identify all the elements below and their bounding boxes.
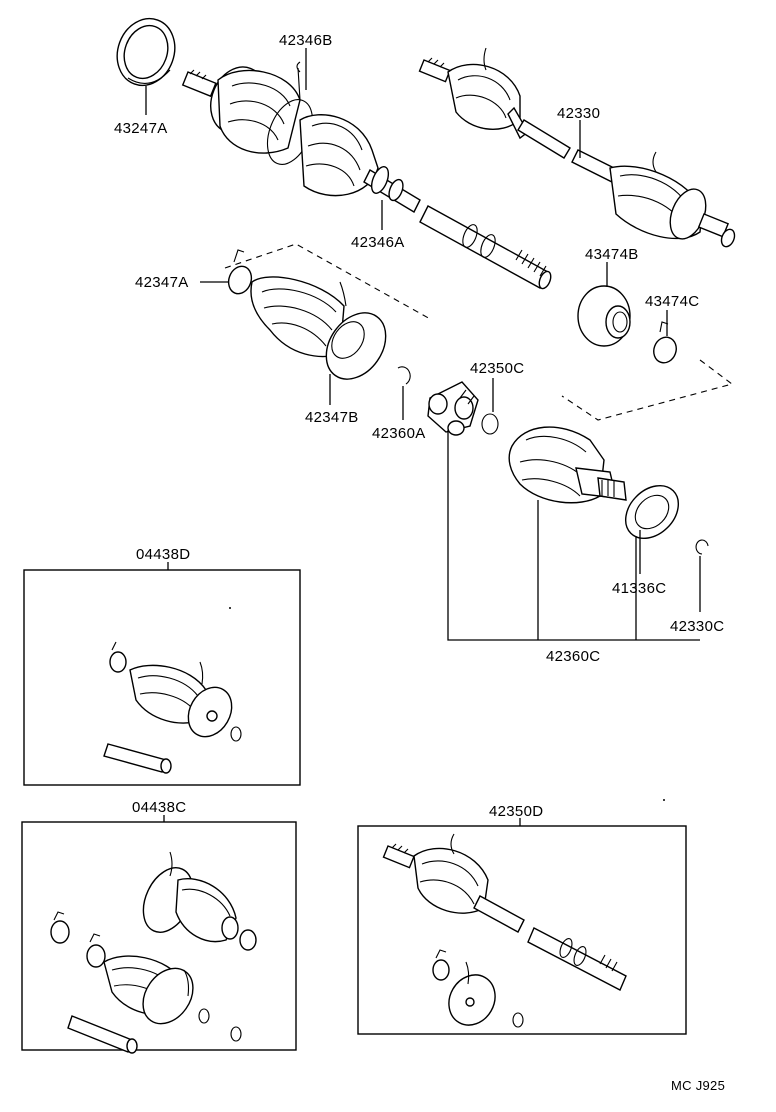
label-43474B: 43474B <box>585 246 639 263</box>
kit-box-42350D <box>357 825 687 1035</box>
dust-seal-ring-43247A[interactable] <box>108 10 184 93</box>
label-42350C: 42350C <box>470 360 524 377</box>
label-42350D: 42350D <box>489 803 543 820</box>
tripod-joint[interactable] <box>427 381 479 436</box>
label-42330C: 42330C <box>670 618 724 635</box>
oil-seal-41336C[interactable] <box>615 475 689 549</box>
label-42360C: 42360C <box>546 648 600 665</box>
label-42347B: 42347B <box>305 409 359 426</box>
boot-kit-04438C-parts[interactable] <box>50 851 257 1054</box>
label-42330: 42330 <box>557 105 600 122</box>
inboard-joint-housing[interactable] <box>508 426 627 504</box>
label-42347A: 42347A <box>135 274 189 291</box>
bracket-42360C <box>447 430 700 641</box>
outboard-joint-kit-42350D-parts[interactable] <box>382 799 665 1034</box>
dashed-group-outline-left <box>224 243 433 321</box>
snap-ring-42330C[interactable] <box>695 539 709 555</box>
label-04438C: 04438C <box>132 799 186 816</box>
damper-clamp-43474C[interactable] <box>650 321 680 366</box>
label-43247A: 43247A <box>114 120 168 137</box>
dynamic-damper-43474B[interactable] <box>577 285 631 347</box>
label-42360A: 42360A <box>372 425 426 442</box>
label-42346A: 42346A <box>351 234 405 251</box>
diagram-reference-code: MC J925 <box>671 1078 725 1093</box>
label-42346B: 42346B <box>279 32 333 49</box>
label-43474C: 43474C <box>645 293 699 310</box>
snap-ring-42360A[interactable] <box>397 366 411 385</box>
kit-box-04438C <box>21 821 297 1051</box>
snap-ring-42350C[interactable] <box>481 413 499 435</box>
front-drive-shaft-right[interactable] <box>418 47 737 249</box>
front-drive-shaft-left[interactable] <box>181 59 553 290</box>
kit-box-04438D <box>23 569 301 786</box>
label-41336C: 41336C <box>612 580 666 597</box>
boot-kit-04438D-parts[interactable] <box>103 607 242 774</box>
boot-clamp-42347A[interactable] <box>225 249 255 297</box>
label-04438D: 04438D <box>136 546 190 563</box>
dashed-group-outline-right <box>561 359 734 421</box>
outboard-boot-42347B[interactable] <box>250 276 398 390</box>
